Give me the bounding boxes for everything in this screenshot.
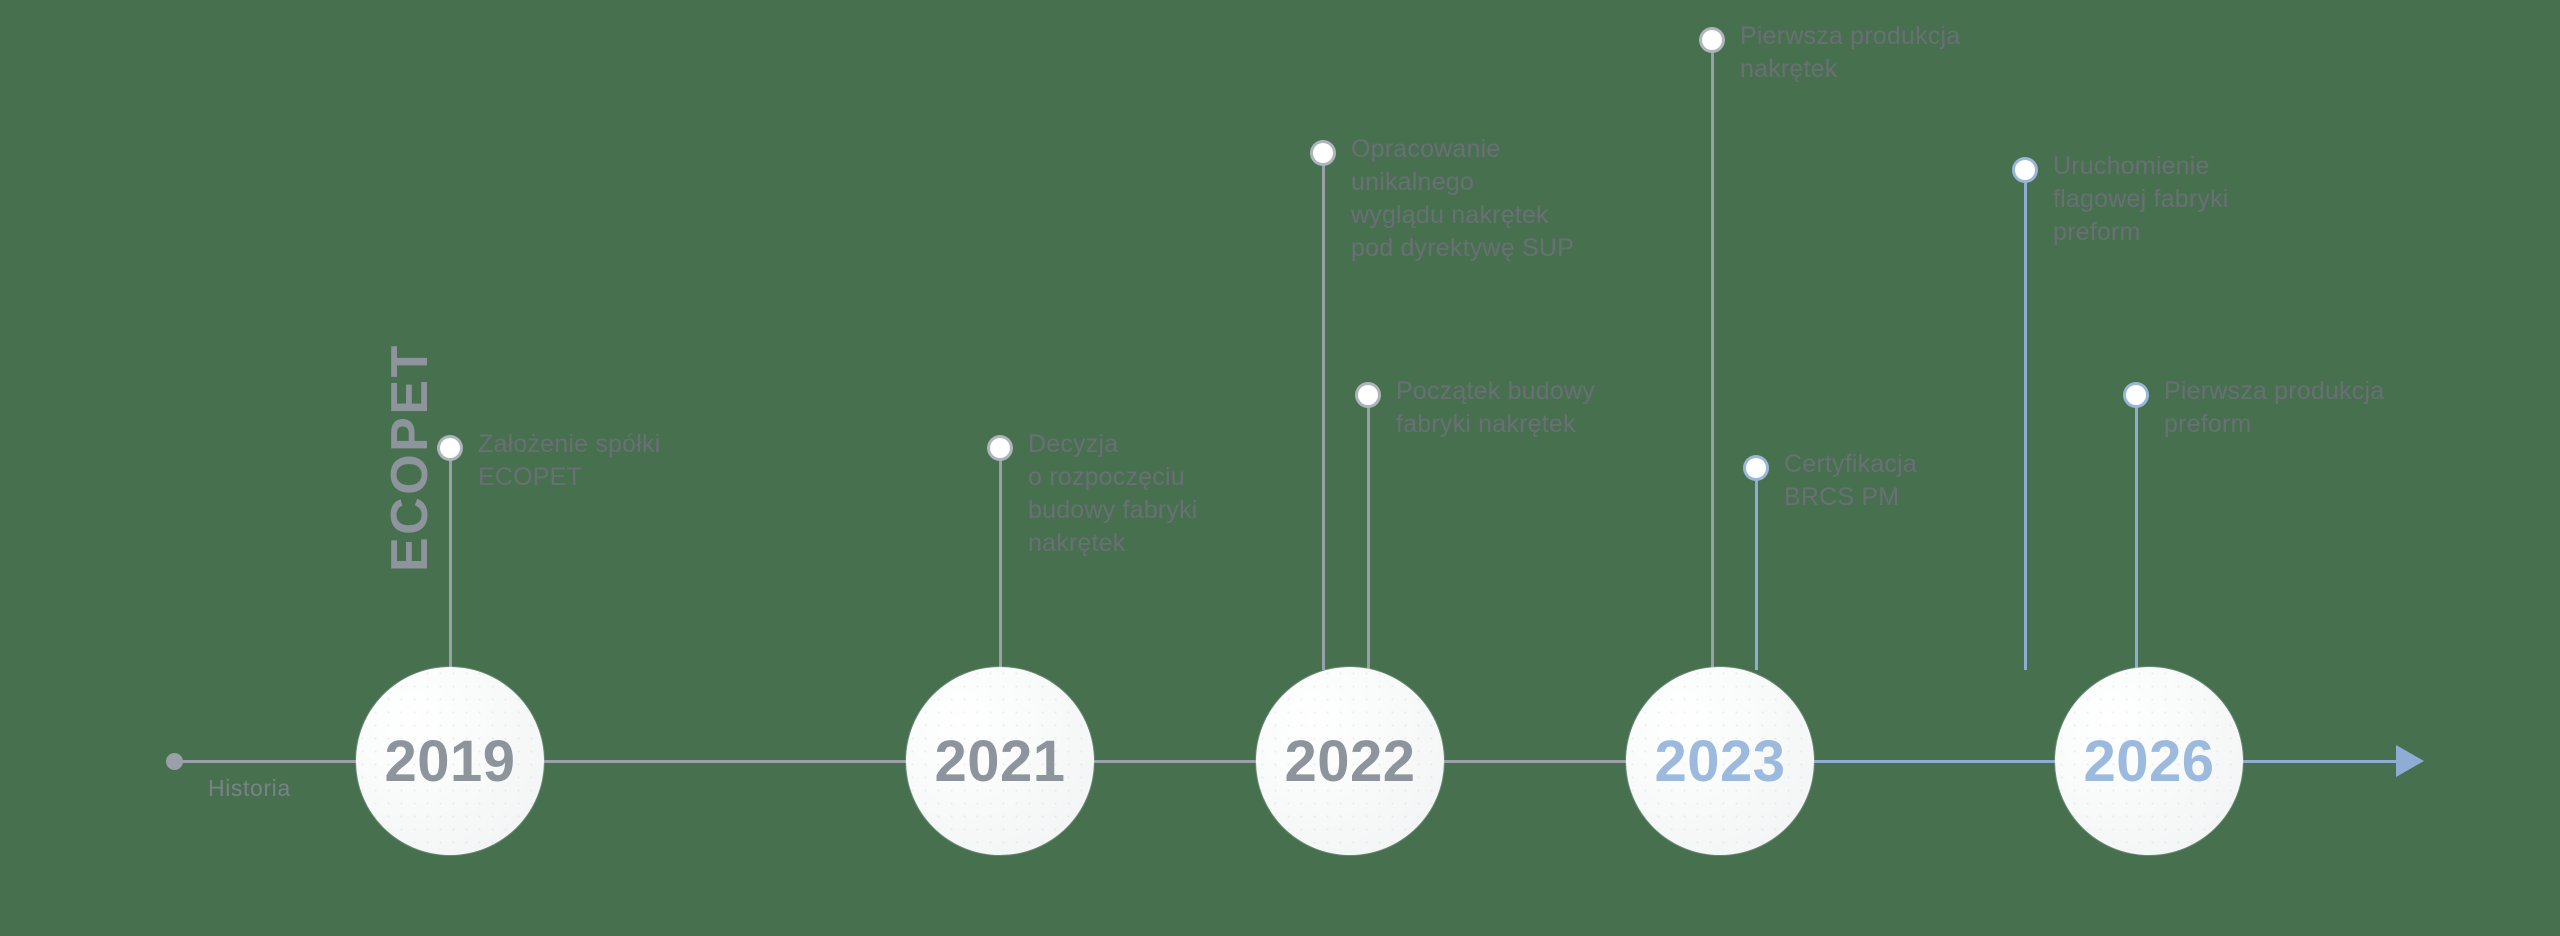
event-label-2021-1: Decyzja o rozpoczęciu budowy fabryki nak… xyxy=(1028,430,1198,557)
event-label-2023-1: Pierwsza produkcja nakrętek xyxy=(1740,22,1961,83)
stem-2022-1 xyxy=(1322,153,1325,670)
stem-dot-2022-1-icon xyxy=(1313,143,1333,163)
year-label-2026: 2026 xyxy=(2083,728,2215,794)
stem-dot-2023-2-icon xyxy=(1746,458,1766,478)
year-node-2021[interactable]: 2021 xyxy=(906,667,1094,855)
timeline-axis-blue-segment xyxy=(1700,760,2405,763)
stem-2023-2 xyxy=(1755,468,1758,670)
year-label-2019: 2019 xyxy=(384,728,516,794)
year-label-2023: 2023 xyxy=(1654,728,1786,794)
stem-dot-2022-2-icon xyxy=(1358,385,1378,405)
event-label-2026-1: Uruchomienie flagowej fabryki preform xyxy=(2053,152,2229,246)
stem-2023-1 xyxy=(1711,40,1714,670)
timeline-start-dot-icon xyxy=(166,753,183,770)
year-node-2023[interactable]: 2023 xyxy=(1626,667,1814,855)
stem-2026-1 xyxy=(2024,170,2027,670)
timeline-arrow-right-icon xyxy=(2396,745,2424,777)
stem-2021-1 xyxy=(999,448,1002,670)
year-label-2022: 2022 xyxy=(1284,728,1416,794)
stem-dot-2026-1-icon xyxy=(2015,160,2035,180)
stem-2022-2 xyxy=(1367,395,1370,670)
event-label-2019-1: Założenie spółki ECOPET xyxy=(478,430,661,491)
event-label-2022-1: Opracowanie unikalnego wyglądu nakrętek … xyxy=(1351,135,1574,262)
timeline-caption: Historia xyxy=(208,775,291,801)
stem-dot-2021-1-icon xyxy=(990,438,1010,458)
year-node-2019[interactable]: 2019 xyxy=(356,667,544,855)
event-label-2022-2: Początek budowy fabryki nakrętek xyxy=(1396,377,1595,438)
year-label-2021: 2021 xyxy=(934,728,1066,794)
event-label-2026-2: Pierwsza produkcja preform xyxy=(2164,377,2385,438)
event-label-2023-2: Certyfikacja BRCS PM xyxy=(1784,450,1917,511)
year-node-2022[interactable]: 2022 xyxy=(1256,667,1444,855)
stem-2019-1 xyxy=(449,448,452,670)
stem-dot-2023-1-icon xyxy=(1702,30,1722,50)
ecopet-wordmark: ECOPET xyxy=(381,343,439,572)
stem-dot-2026-2-icon xyxy=(2126,385,2146,405)
stem-dot-2019-1-icon xyxy=(440,438,460,458)
year-node-2026[interactable]: 2026 xyxy=(2055,667,2243,855)
stem-2026-2 xyxy=(2135,395,2138,670)
